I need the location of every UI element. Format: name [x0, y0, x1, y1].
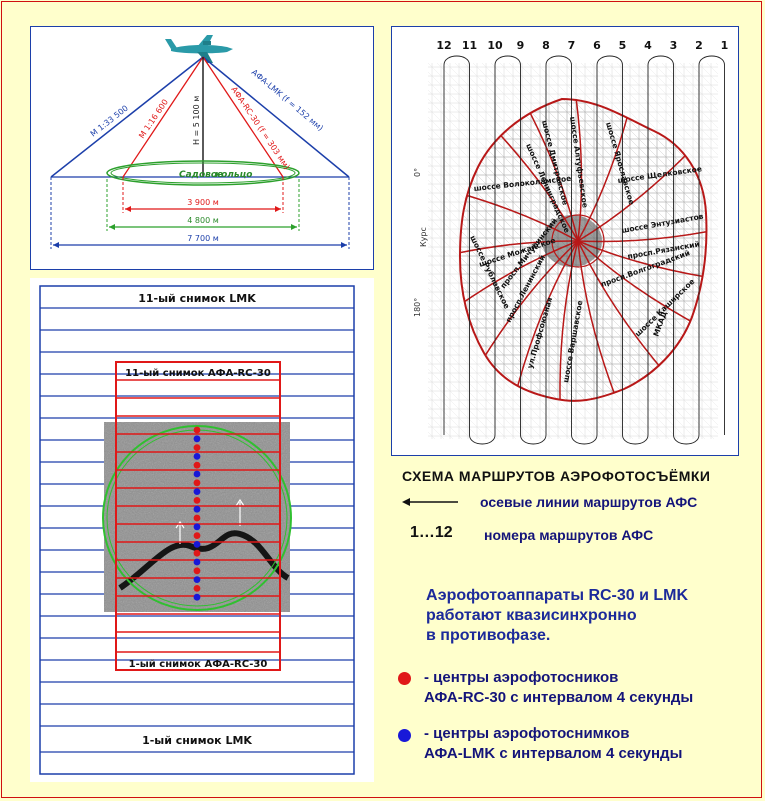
arrow-left-icon — [402, 498, 458, 506]
lmk-center-dot — [193, 488, 201, 495]
rc30-center-dot — [193, 567, 201, 575]
photo-centers — [193, 426, 201, 601]
course-0-label: 0° — [413, 168, 422, 177]
rc30-center-dot — [193, 549, 201, 557]
blue-center-caption: - центры аэрофотоснимков АФА-LMK с интер… — [424, 724, 682, 764]
lmk-center-dot — [193, 470, 201, 478]
route-lines — [443, 55, 725, 445]
height-label: Н = 5 100 м — [192, 96, 201, 145]
route-turn-bottom — [622, 434, 649, 445]
route-number: 11 — [462, 39, 477, 52]
route-turn-top — [596, 55, 623, 66]
route-number: 3 — [670, 39, 678, 52]
mkad-ring — [458, 97, 708, 402]
legend-title: СХЕМА МАРШРУТОВ АЭРОФОТОСЪЁМКИ — [402, 468, 711, 484]
route-turn-top — [647, 55, 674, 66]
route-number: 6 — [593, 39, 601, 52]
rc30-center-dot — [193, 461, 201, 469]
lmk-frames — [39, 285, 355, 775]
camera-statement: Аэрофотоаппараты RC-30 и LMK работают кв… — [426, 586, 688, 646]
rc30-center-dot — [193, 444, 201, 451]
highway-line — [571, 99, 583, 242]
statement-line-1: Аэрофотоаппараты RC-30 и LMK — [426, 587, 689, 604]
statement-line-3: в противофазе. — [426, 627, 551, 644]
red-caption-line-1: - центры аэрофотосников — [424, 669, 619, 686]
route-number: 7 — [568, 39, 576, 52]
ring-label-2: кольцо — [215, 170, 252, 180]
route-turn-bottom — [520, 434, 547, 445]
route-number: 10 — [487, 39, 503, 52]
lmk-center-dot — [193, 576, 201, 583]
flight-geometry-panel: Садовое кольцо М 1:33 500 М 1:16 600 Н =… — [30, 26, 374, 270]
route-turn-bottom — [673, 434, 700, 445]
route-number: 2 — [695, 39, 703, 52]
route-turn-top — [494, 55, 521, 66]
route-numbers: 12 11 10 9 8 7 6 5 4 3 2 1 — [436, 39, 728, 52]
red-center-marker — [398, 672, 411, 685]
lmk-center-dot — [193, 453, 201, 460]
route-turn-top — [698, 55, 725, 66]
dimension-blue: 7 700 м — [187, 234, 218, 243]
inner-ring — [551, 214, 605, 268]
dimension-red: 3 900 м — [187, 198, 218, 207]
route-turn-top — [545, 55, 572, 66]
red-caption-line-2: АФА-RC-30 с интервалом 4 секунды — [424, 689, 694, 706]
route-number: 12 — [436, 39, 451, 52]
course-indicator: 0° Курс 180° — [413, 168, 428, 317]
course-180-label: 180° — [413, 298, 422, 317]
red-center-caption: - центры аэрофотосников АФА-RC-30 с инте… — [424, 668, 693, 708]
route-number: 1 — [721, 39, 729, 52]
airplane-icon — [165, 35, 233, 63]
lmk-bottom-label: 1-ый снимок LMK — [142, 734, 252, 747]
highway-line — [460, 240, 579, 327]
statement-line-2: работают квазисинхронно — [426, 607, 637, 624]
lmk-center-dot — [193, 435, 201, 443]
scale-rc30-label: М 1:16 600 — [137, 98, 170, 141]
rc30-center-dot — [193, 479, 201, 487]
blue-center-marker — [398, 729, 411, 742]
rc30-top-label: 11-ый снимок АФА-RC-30 — [125, 368, 271, 379]
ring-label-1: Садовое — [179, 170, 223, 180]
highway-line — [577, 240, 707, 283]
lmk-center-dot — [193, 505, 201, 513]
lmk-center-dot — [193, 558, 201, 566]
legend-route-numbers: номера маршрутов АФС — [484, 527, 654, 543]
rc30-center-dot — [193, 497, 201, 504]
footprint-diagram: 11-ый снимок LMK 1-ый снимок LMK 11-ый с… — [39, 285, 355, 775]
rc30-center-dot — [193, 514, 201, 522]
blue-caption-line-2: АФА-LMK с интервалом 4 секунды — [424, 745, 683, 762]
rc30-frames — [115, 361, 281, 671]
flight-geometry-diagram: Садовое кольцо М 1:33 500 М 1:16 600 Н =… — [50, 35, 350, 249]
course-label: Курс — [419, 227, 428, 247]
rc30-center-dot — [193, 585, 201, 592]
footprint-panel: 11-ый снимок LMK 1-ый снимок LMK 11-ый с… — [30, 278, 374, 782]
blue-caption-line-1: - центры аэрофотоснимков — [424, 725, 630, 742]
rc30-center-dot — [193, 532, 201, 539]
lmk-center-dot — [193, 593, 201, 601]
dimension-green: 4 800 м — [187, 216, 218, 225]
legend-axis-lines: осевые линии маршрутов АФС — [480, 494, 698, 510]
route-number: 4 — [644, 39, 652, 52]
lmk-center-dot — [193, 541, 201, 548]
rc30-center-dot — [193, 426, 201, 434]
route-turn-bottom — [469, 434, 496, 445]
route-number: 8 — [542, 39, 550, 52]
highway-line — [559, 240, 579, 401]
highway-line — [460, 240, 579, 266]
highway-line — [577, 240, 620, 401]
lmk-center-dot — [193, 523, 201, 531]
route-number: 5 — [619, 39, 627, 52]
highway-line — [460, 182, 579, 242]
rc30-bottom-label: 1-ый снимок АФА-RC-30 — [129, 659, 268, 670]
scale-lmk-label: М 1:33 500 — [89, 104, 130, 139]
route-number: 9 — [517, 39, 525, 52]
lmk-top-label: 11-ый снимок LMK — [138, 292, 256, 305]
route-turn-top — [443, 55, 470, 66]
route-turn-bottom — [571, 434, 598, 445]
city-streets — [460, 99, 707, 401]
legend-range: 1…12 — [410, 524, 453, 541]
